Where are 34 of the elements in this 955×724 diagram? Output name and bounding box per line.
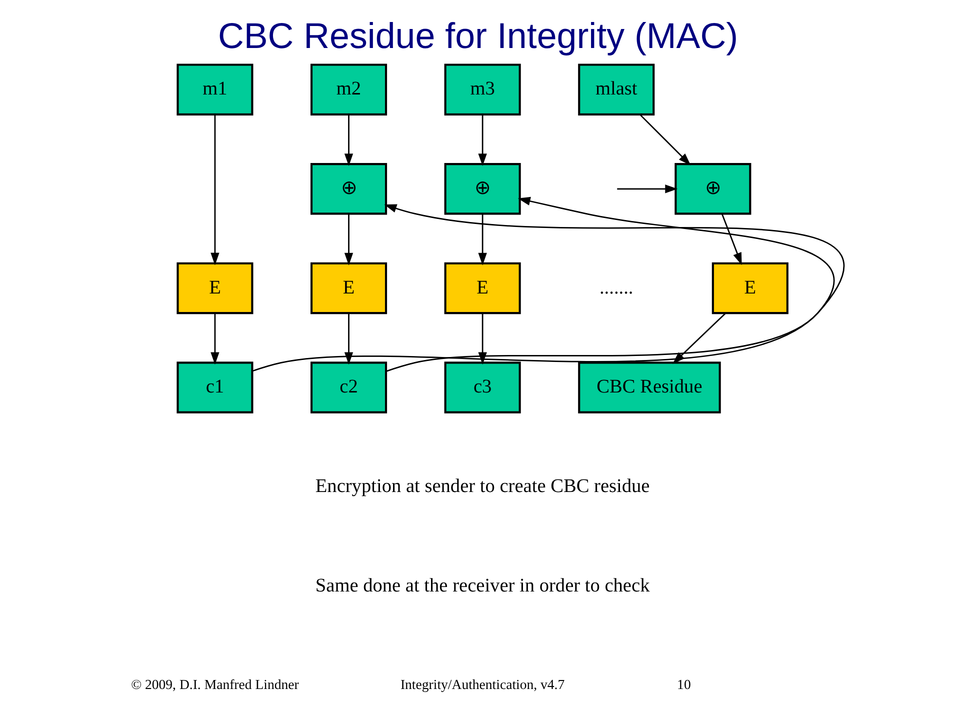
label: ....... (598, 277, 633, 298)
label: Integrity/Authentication, v4.7 (400, 676, 564, 692)
arrow (252, 204, 844, 372)
node-box: m3 (444, 64, 520, 116)
node-box: ⊕ (444, 163, 520, 215)
arrow (210, 313, 219, 365)
arrow (210, 114, 219, 266)
node-box: ⊕ (310, 163, 387, 215)
node-box: E (310, 262, 387, 314)
node-box: c2 (310, 362, 387, 414)
node-box: E (176, 262, 253, 314)
label: Encryption at sender to create CBC residue (314, 476, 650, 497)
node-box: m2 (310, 64, 387, 116)
arrow (344, 214, 353, 266)
node-box: c1 (176, 362, 253, 414)
node-box: c3 (444, 362, 520, 414)
node-box: ⊕ (674, 163, 751, 215)
label: Same done at the receiver in order to check (314, 575, 650, 596)
node-box: mlast (578, 64, 654, 116)
arrow (639, 114, 690, 166)
label: © 2009, D.I. Manfred Lindner (130, 676, 298, 692)
arrow (616, 184, 678, 194)
arrow (344, 313, 353, 365)
node-box: CBC Residue (578, 362, 720, 414)
arrow (478, 114, 486, 166)
arrow (720, 214, 742, 266)
label: 10 (676, 676, 690, 692)
node-box: m1 (176, 64, 253, 116)
diagram-title: CBC Residue for Integrity (MAC) (217, 16, 738, 56)
arrow (344, 114, 353, 166)
arrow (478, 214, 486, 266)
node-box: E (711, 262, 788, 314)
arrow (385, 196, 834, 372)
node-box: E (444, 262, 520, 314)
